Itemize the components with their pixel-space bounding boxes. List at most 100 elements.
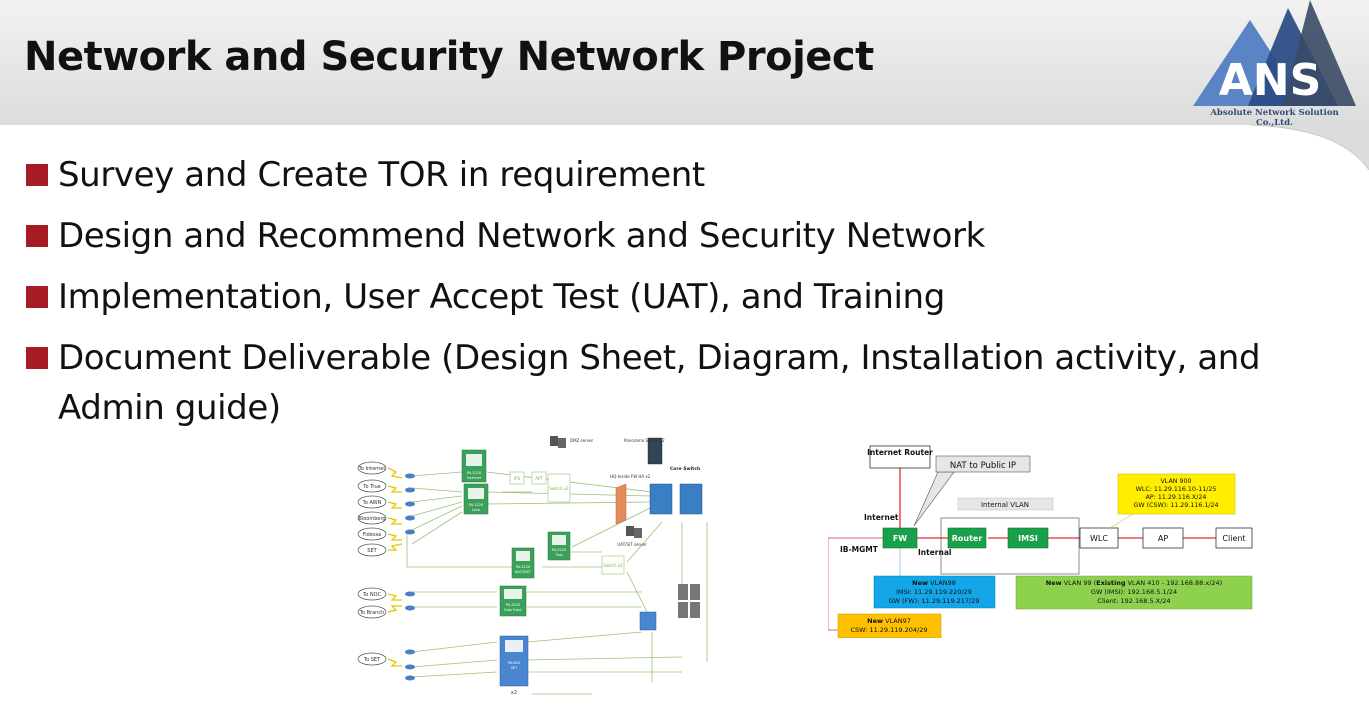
core-switch-icon: Core Switch [649,466,703,515]
svg-text:IMSI: 11.29.119.220/29: IMSI: 11.29.119.220/29 [896,588,972,596]
svg-text:NAT to Public IP: NAT to Public IP [950,461,1016,471]
slide-header [0,0,1369,125]
switch-box-bottom: Switch x2 [601,555,625,575]
svg-text:Internet Router: Internet Router [867,448,933,457]
svg-text:AP: AP [1158,534,1168,543]
svg-text:To Internet: To Internet [358,466,386,472]
svg-text:VLAN 900: VLAN 900 [1161,478,1192,485]
cloud-icon: To True [357,479,387,493]
vlan99-box: New VLAN 99 (Existing VLAN 410 - 192.168… [1015,575,1253,610]
internal-vlan-label: Internal VLAN [957,497,1054,511]
svg-text:DMZ server: DMZ server [570,438,594,443]
svg-text:IPS: IPS [514,476,521,481]
svg-text:To NOC: To NOC [362,592,382,598]
dmz-server-icon: DMZ server [550,436,594,448]
svg-text:IMSI: IMSI [1018,534,1038,543]
firewall-pa-nat: PA-3220 NAT/DIST [511,547,535,579]
internet-label: Internet [864,513,899,522]
internet-router-box: Internet Router [867,445,933,469]
svg-text:Internal VLAN: Internal VLAN [981,501,1029,509]
firewall-pa-internet: PA-3220 Internet [461,449,487,483]
apt-box: APT [531,471,547,485]
switch-box-top: Switch x2 [547,473,571,503]
svg-text:New VLAN 99 (Existing VLAN 410: New VLAN 99 (Existing VLAN 410 - 192.168… [1046,579,1222,587]
svg-text:Bloomberg: Bloomberg [358,516,385,522]
bullet-square-icon [26,286,48,308]
network-diagram-left: To Internet To True To AWN Bloomberg Fid… [357,436,708,696]
svg-text:Core: Core [472,508,480,512]
network-diagram-right: Internet Router NAT to Public IP Interna… [828,445,1253,638]
svg-text:Core Switch: Core Switch [670,466,700,472]
svg-text:CSW: 11.29.119.204/29: CSW: 11.29.119.204/29 [851,626,928,634]
svg-text:Panorama Server x2: Panorama Server x2 [624,438,665,443]
header-curve [1249,124,1369,171]
svg-text:NAT/DIST: NAT/DIST [515,570,532,574]
logo-text: ANS [1219,55,1322,106]
bullet-square-icon [26,347,48,369]
logo-subtitle: Absolute Network Solution Co.,Ltd. [1210,108,1339,128]
svg-text:PA-3220: PA-3220 [506,603,520,607]
wlc-node: WLC [1079,527,1119,549]
svg-text:PA-3220: PA-3220 [516,565,530,569]
firewall-pa-eastfront: PA-3220 East Front [499,585,527,617]
svg-text:PA-3220: PA-3220 [552,548,566,552]
svg-text:AP: 11.29.116.X/24: AP: 11.29.116.X/24 [1146,494,1207,501]
svg-text:PA-3220: PA-3220 [467,471,481,475]
bullet-item: Design and Recommend Network and Securit… [26,211,1346,261]
cloud-icon: Bloomberg [357,511,387,525]
svg-text:To Branch: To Branch [359,610,385,616]
router-node: Router [947,527,987,549]
svg-text:To SET: To SET [363,657,381,663]
client-node: Client [1215,527,1253,549]
imsi-node: IMSI [1007,527,1049,549]
bullet-list: Survey and Create TOR in requirement Des… [26,150,1346,444]
svg-text:GW (IMSI): 192.168.5.1/24: GW (IMSI): 192.168.5.1/24 [1091,588,1177,596]
hq-inside-firewall-icon: HQ-Inside FW HA x2 [610,474,651,525]
svg-text:GW (FW): 11.29.119.217/29: GW (FW): 11.29.119.217/29 [888,597,979,605]
svg-text:Internet: Internet [467,476,482,480]
svg-text:FW: FW [893,534,907,543]
svg-text:Fidessa: Fidessa [363,532,381,538]
ap-node: AP [1142,527,1184,549]
cloud-icon: SET [357,543,387,557]
svg-text:GW (CSW): 11.29.116.1/24: GW (CSW): 11.29.116.1/24 [1134,502,1219,509]
cloud-icon: To NOC [357,587,387,601]
panorama-server-icon: Panorama Server x2 [624,437,665,465]
svg-text:Trap: Trap [554,553,563,557]
svg-text:PA-850: PA-850 [508,661,520,665]
vlan98-box: New VLAN98 IMSI: 11.29.119.220/29 GW (FW… [873,575,996,609]
svg-text:To True: To True [362,484,380,490]
svg-text:New VLAN98: New VLAN98 [912,579,956,587]
svg-text:WLC: WLC [1090,534,1108,543]
svg-text:Router: Router [952,534,983,543]
nat-callout: NAT to Public IP [913,455,1031,527]
ans-logo: ANS [1193,0,1356,106]
svg-text:Client: Client [1222,534,1245,543]
firewall-pa-trap: PA-3220 Trap [547,531,571,561]
uat-server-icon: UAT/SIT server [617,526,647,547]
cloud-icon: To Internet [358,461,387,475]
vlan900-box: VLAN 900 WLC: 11.29.116.10-11/25 AP: 11.… [1117,473,1236,515]
cloud-icon: To AWN [357,495,387,509]
cloud-icon: To Branch [357,605,387,619]
distribution-switch-icon [639,584,700,631]
svg-text:UAT/SIT server: UAT/SIT server [617,542,647,547]
internal-label: Internal [918,548,951,557]
svg-text:HQ-Inside FW HA x2: HQ-Inside FW HA x2 [610,474,651,479]
svg-text:SET: SET [511,666,518,670]
vlan97-box: New VLAN97 CSW: 11.29.119.204/29 [837,613,942,638]
bullet-item: Implementation, User Accept Test (UAT), … [26,272,1346,322]
svg-text:x2: x2 [511,690,517,696]
svg-text:PA-3220: PA-3220 [469,503,483,507]
svg-text:New VLAN97: New VLAN97 [867,617,911,625]
svg-text:To AWN: To AWN [362,500,382,506]
svg-text:Client: 192.168.5.X/24: Client: 192.168.5.X/24 [1097,597,1170,605]
svg-text:Switch x2: Switch x2 [549,486,569,491]
internal-vlan-frame [940,517,1080,575]
cloud-icon: Fidessa [357,527,387,541]
svg-text:SET: SET [367,548,377,554]
svg-text:East Front: East Front [504,608,522,612]
bullet-square-icon [26,164,48,186]
firewall-pa-set: PA-850 SET [499,635,529,687]
bullet-square-icon [26,225,48,247]
